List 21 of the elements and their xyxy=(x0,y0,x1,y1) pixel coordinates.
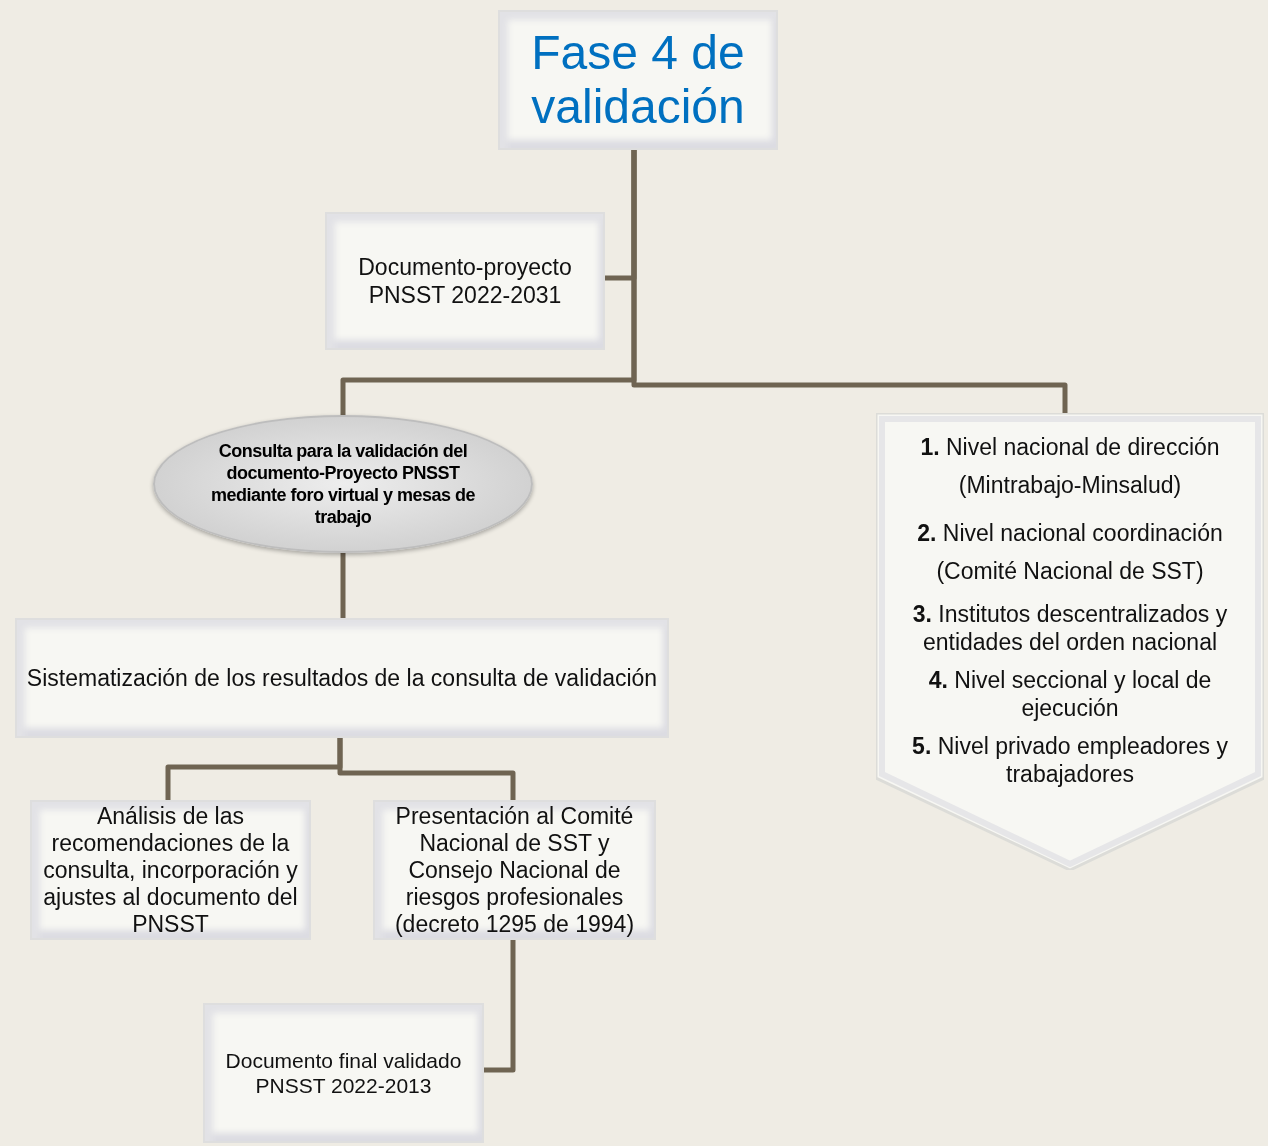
box-text: Sistematización de los resultados de la consulta de validación xyxy=(25,664,659,692)
process-box xyxy=(203,1003,484,1143)
title-box xyxy=(498,10,778,150)
level-item: 5. Nivel privado empleadores y trabajadores xyxy=(911,732,1229,788)
level-item: 1. Nivel nacional de dirección (Mintrabajo-Minsalud) xyxy=(919,433,1221,500)
connector-line xyxy=(484,940,516,1073)
ellipse-text: Consulta para la validación del documento-Proyecto PNSST mediante foro virtual y mesas de trabajo xyxy=(209,440,477,528)
process-box xyxy=(373,800,656,940)
box-text: Documento-proyecto PNSST 2022-2031 xyxy=(357,253,573,309)
box-text: Análisis de las recomendaciones de la consulta, incorporación y ajustes al documento del PNSST xyxy=(42,802,299,938)
level-item: 3. Institutos descentralizados y entidades del orden nacional xyxy=(911,600,1229,656)
process-box xyxy=(325,212,605,350)
process-box xyxy=(15,618,669,738)
box-text: Documento final validado PNSST 2022-2013 xyxy=(224,1048,463,1098)
level-item: 4. Nivel seccional y local de ejecución xyxy=(927,666,1213,722)
title-text: Fase 4 de validación xyxy=(530,26,746,134)
level-item: 2. Nivel nacional coordinación (Comité Nacional de SST) xyxy=(916,519,1224,586)
connector-line xyxy=(340,553,346,618)
connector-line xyxy=(337,738,516,800)
connector-line xyxy=(631,150,1068,413)
box-text: Presentación al Comité Nacional de SST y Consejo Nacional de riesgos profesionales (decreto 1295 de 1994) xyxy=(393,802,636,938)
